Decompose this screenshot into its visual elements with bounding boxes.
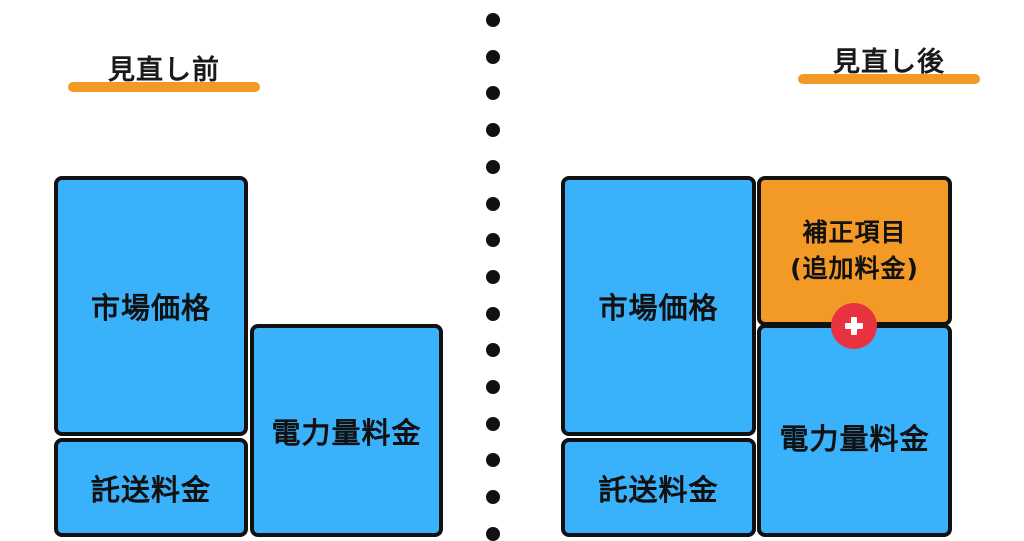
before-market-price-block: 市場価格 (54, 176, 248, 436)
after-adjustment-label-line2: (追加料金) (790, 254, 919, 283)
after-heading-text: 見直し後 (833, 47, 945, 78)
divider-dot (486, 123, 500, 137)
divider-dot (486, 453, 500, 467)
divider-dot (486, 233, 500, 247)
divider-dot (486, 86, 500, 100)
before-heading-text: 見直し前 (108, 55, 220, 86)
after-heading: 見直し後 (798, 46, 980, 86)
before-consignment-fee-block: 託送料金 (54, 438, 248, 537)
after-market-price-block: 市場価格 (561, 176, 756, 436)
divider-dot (486, 380, 500, 394)
divider-dot (486, 270, 500, 284)
plus-icon (845, 317, 863, 335)
plus-badge (831, 303, 877, 349)
divider-dot (486, 343, 500, 357)
after-energy-charge-label: 電力量料金 (779, 421, 930, 456)
before-energy-charge-block: 電力量料金 (250, 324, 443, 537)
divider-dot (486, 160, 500, 174)
after-heading-underline (798, 74, 980, 84)
divider-dot (486, 50, 500, 64)
divider-dot (486, 490, 500, 504)
before-energy-charge-label: 電力量料金 (271, 415, 422, 450)
divider-dot (486, 307, 500, 321)
divider-dot (486, 527, 500, 541)
after-consignment-fee-block: 託送料金 (561, 438, 756, 537)
before-heading-underline (68, 82, 260, 92)
after-market-price-label: 市場価格 (598, 291, 719, 325)
before-consignment-fee-label: 託送料金 (90, 472, 211, 507)
before-heading: 見直し前 (68, 54, 260, 94)
after-consignment-fee-label: 託送料金 (598, 472, 719, 507)
divider-dot (486, 417, 500, 431)
before-market-price-label: 市場価格 (90, 291, 211, 325)
after-energy-charge-block: 電力量料金 (757, 324, 952, 537)
divider-dot (486, 13, 500, 27)
after-adjustment-block: 補正項目 (追加料金) (757, 176, 952, 326)
after-adjustment-label-line1: 補正項目 (802, 218, 907, 247)
divider-dot (486, 197, 500, 211)
